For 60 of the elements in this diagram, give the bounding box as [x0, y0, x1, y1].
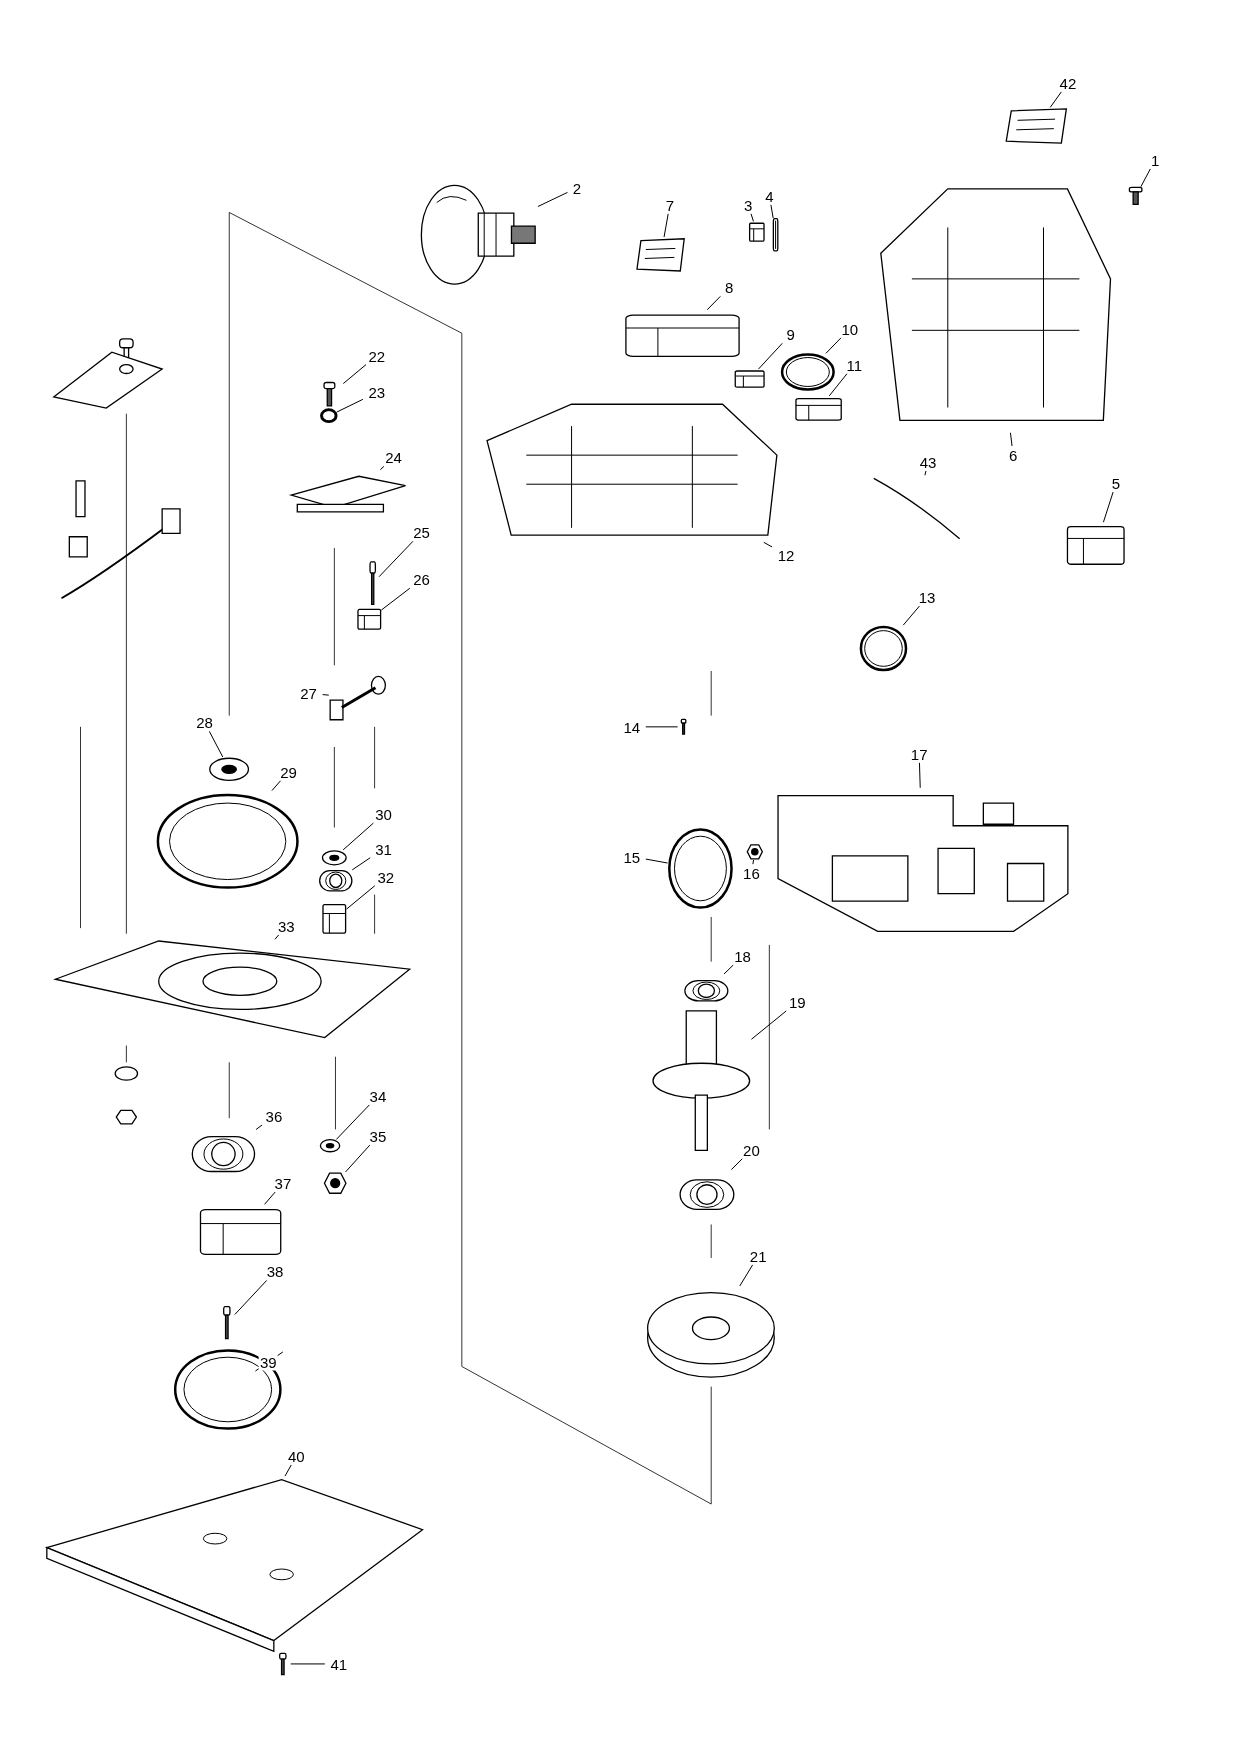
leader-line	[645, 858, 669, 864]
leader-line	[342, 822, 374, 851]
leader-line	[335, 1104, 370, 1140]
leader-line	[750, 1010, 787, 1040]
leader-line	[379, 465, 385, 471]
leader-line	[758, 342, 783, 370]
leader-line	[208, 730, 224, 758]
leader-line	[346, 885, 376, 910]
leader-line	[284, 1464, 292, 1477]
leader-line	[723, 964, 734, 975]
ring-drawing	[667, 826, 733, 912]
lever-drawing	[328, 673, 387, 723]
leader-line	[378, 540, 414, 578]
label-sheet-drawing	[636, 237, 686, 273]
ring-drawing	[859, 625, 907, 673]
leader-line	[336, 398, 364, 413]
leader-line	[290, 1663, 326, 1665]
leader-line	[255, 1124, 263, 1130]
washer-drawing	[319, 1139, 340, 1153]
leader-line	[645, 726, 679, 728]
leader-line	[902, 605, 920, 626]
part-drawing	[356, 607, 382, 632]
washer-drawing	[322, 849, 347, 866]
leader-line	[770, 204, 774, 219]
leader-line	[730, 1158, 743, 1171]
leader-line	[739, 1264, 754, 1287]
leader-line	[234, 1279, 268, 1315]
leader-line	[345, 1144, 371, 1173]
leader-line	[271, 780, 282, 792]
leader-line	[828, 373, 848, 397]
leader-line	[1140, 168, 1151, 188]
leader-line	[750, 213, 754, 222]
leader-line	[752, 859, 755, 865]
leader-line	[380, 587, 411, 611]
leader-line	[1049, 91, 1062, 108]
leader-line	[706, 295, 721, 311]
leader-line	[918, 762, 921, 789]
leader-line	[1009, 432, 1013, 447]
part-drawing	[793, 395, 844, 423]
ring-drawing	[173, 1347, 283, 1433]
callout-number: 39	[259, 1353, 278, 1371]
ring-drawing	[320, 409, 337, 423]
washer-drawing	[209, 757, 250, 782]
leader-line	[274, 934, 280, 940]
nut-drawing	[746, 844, 763, 860]
leader-line	[342, 364, 367, 385]
leader-line	[825, 337, 842, 354]
leader-line	[924, 470, 927, 476]
leader-line	[537, 191, 568, 208]
leader-line	[264, 1191, 276, 1205]
part-drawing	[749, 221, 765, 244]
nut-drawing	[324, 1171, 347, 1195]
ring-drawing	[780, 353, 835, 392]
leader-line	[663, 213, 669, 238]
label-sheet-drawing	[1005, 107, 1068, 146]
leader-line	[322, 694, 330, 696]
part-drawing	[733, 369, 765, 390]
leader-line	[1102, 491, 1114, 523]
leader-line	[763, 541, 773, 548]
leader-line	[351, 857, 371, 871]
